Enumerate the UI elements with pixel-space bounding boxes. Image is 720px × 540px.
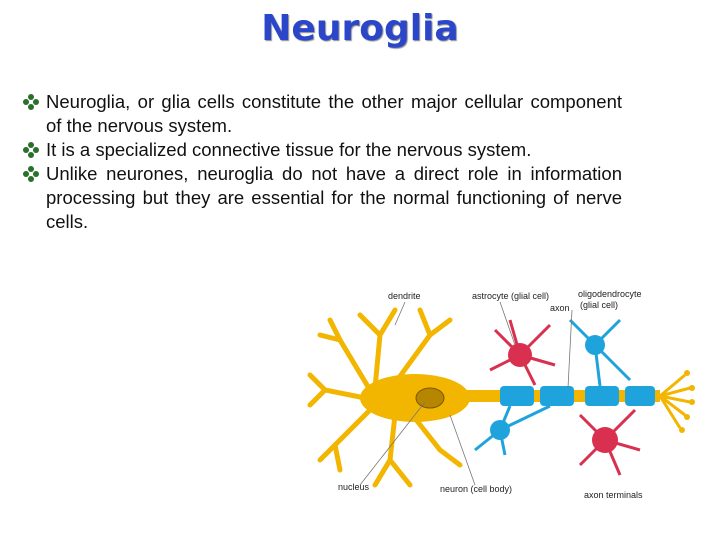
bullet-text: Unlike neurones, neuroglia do not have a… xyxy=(46,163,622,232)
label-neuron: neuron (cell body) xyxy=(440,484,512,494)
bullet-text: It is a specialized connective tissue fo… xyxy=(46,139,532,160)
neuron-dendrites xyxy=(307,307,463,488)
bullet-item: Neuroglia, or glia cells constitute the … xyxy=(22,90,622,138)
neuron-cell-body xyxy=(360,374,470,422)
label-dendrite: dendrite xyxy=(388,291,421,301)
bullet-item: It is a specialized connective tissue fo… xyxy=(22,138,622,162)
diamond-bullet-icon xyxy=(23,142,39,158)
bullet-list: Neuroglia, or glia cells constitute the … xyxy=(22,90,622,234)
neuron-nucleus xyxy=(415,387,445,409)
diamond-bullet-icon xyxy=(23,166,39,182)
page-title: Neuroglia xyxy=(261,8,459,49)
axon-terminals xyxy=(658,373,691,429)
bullet-item: Unlike neurones, neuroglia do not have a… xyxy=(22,162,622,234)
label-axon-terminals: axon terminals xyxy=(584,490,643,500)
oligodendrocyte-bottom xyxy=(474,404,551,456)
diamond-bullet-icon xyxy=(23,94,39,110)
label-axon: axon xyxy=(550,303,570,313)
label-oligodendrocyte: oligodendrocyte xyxy=(578,289,642,299)
label-glial-cell: (glial cell) xyxy=(580,300,618,310)
label-astrocyte: astrocyte (glial cell) xyxy=(472,291,549,301)
bullet-text: Neuroglia, or glia cells constitute the … xyxy=(46,91,622,136)
neuroglia-diagram: dendrite astrocyte (glial cell) oligoden… xyxy=(307,289,695,500)
label-nucleus: nucleus xyxy=(338,482,370,492)
myelin-sheath xyxy=(500,386,655,406)
